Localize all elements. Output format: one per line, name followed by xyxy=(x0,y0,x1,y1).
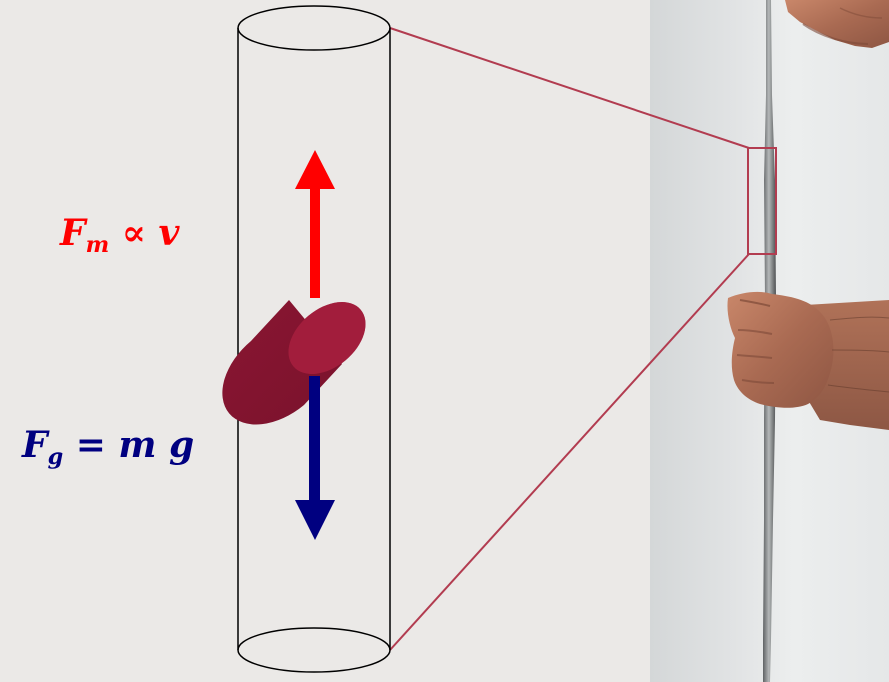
gravity-force-label: Fg = m g xyxy=(22,427,194,463)
gravity-force-relation: = m g xyxy=(76,424,195,466)
zoom-region-box xyxy=(748,148,776,254)
tube-bottom-rim xyxy=(238,628,390,672)
tube-top-rim xyxy=(238,6,390,50)
gravity-force-subscript: g xyxy=(48,444,64,470)
magnetic-force-label: Fm ∝ v xyxy=(60,215,179,251)
gravity-force-symbol: F xyxy=(22,424,48,466)
magnetic-force-subscript: m xyxy=(86,232,110,258)
zoom-line-bottom xyxy=(390,254,749,650)
magnet xyxy=(222,288,379,425)
zoom-line-top xyxy=(390,28,749,148)
magnetic-force-symbol: F xyxy=(60,212,86,254)
magnetic-force-arrow xyxy=(295,150,335,298)
magnetic-force-relation: ∝ v xyxy=(122,212,180,254)
